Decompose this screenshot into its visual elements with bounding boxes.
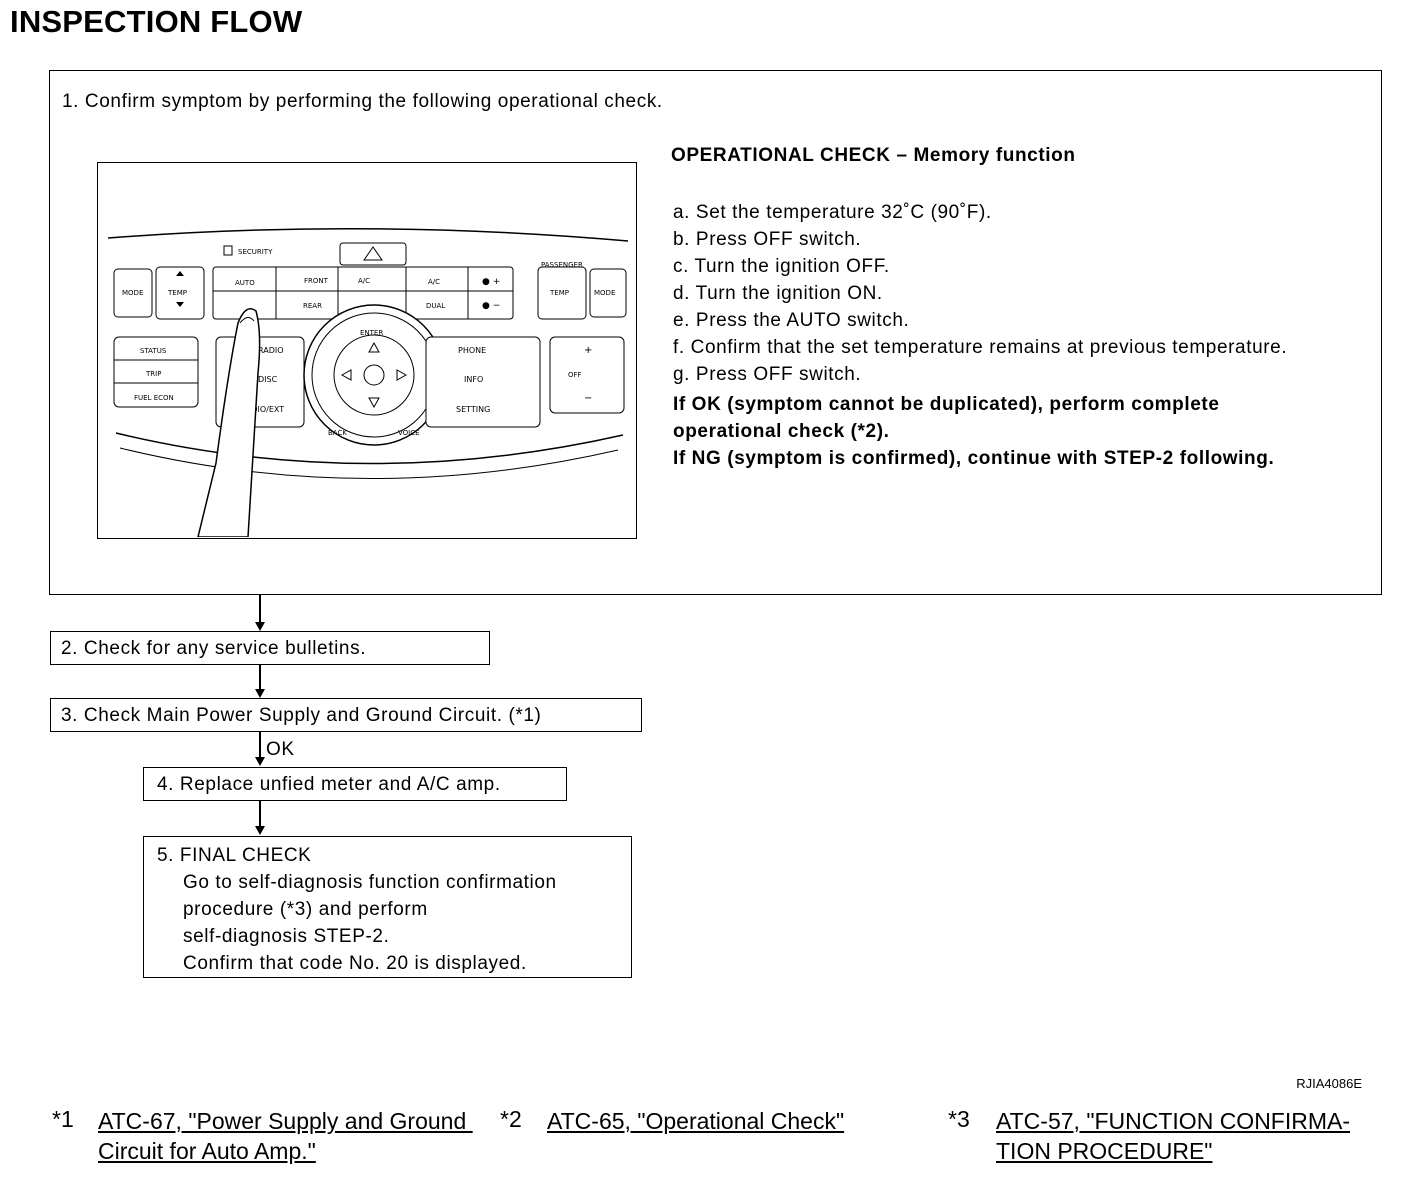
step2-text: 2. Check for any service bulletins. <box>61 638 367 659</box>
fuel-econ-button[interactable]: FUEL ECON <box>134 394 174 402</box>
driver-temp-rocker[interactable] <box>155 266 205 320</box>
footnote-3-link[interactable]: ATC-57, "FUNCTION CONFIRMA- TION PROCEDU… <box>996 1106 1350 1166</box>
step5-line2: procedure (*3) and perform <box>183 899 428 920</box>
trip-button[interactable]: TRIP <box>145 370 161 378</box>
driver-mode-button[interactable] <box>113 268 153 318</box>
step5-line1: Go to self-diagnosis function confirmati… <box>183 872 557 893</box>
svg-text:−: − <box>584 393 592 404</box>
operational-check-title: OPERATIONAL CHECK – Memory function <box>671 145 1076 166</box>
step4-box: 4. Replace unfied meter and A/C amp. <box>143 767 567 801</box>
hazard-button[interactable] <box>339 242 407 266</box>
step-f: f. Confirm that the set temperature rema… <box>673 337 1288 358</box>
page-title: INSPECTION FLOW <box>10 4 303 39</box>
footnote-3-mark: *3 <box>948 1106 970 1132</box>
step-g: g. Press OFF switch. <box>673 364 862 385</box>
step3-box: 3. Check Main Power Supply and Ground Ci… <box>50 698 642 732</box>
footnote-2-link[interactable]: ATC-65, "Operational Check" <box>547 1106 844 1136</box>
enter-button[interactable] <box>363 364 385 386</box>
passenger-mode-label: MODE <box>594 289 615 297</box>
driver-mode-label: MODE <box>122 289 143 297</box>
ac-button[interactable]: A/C <box>358 277 370 285</box>
disc-button[interactable]: DISC <box>258 375 278 384</box>
rear-defrost-button[interactable]: REAR <box>303 302 322 310</box>
connector-3-4 <box>259 732 261 758</box>
svg-text:● +: ● + <box>482 277 500 287</box>
step5-box: 5. FINAL CHECK Go to self-diagnosis func… <box>143 836 632 978</box>
ok-label: OK <box>266 739 295 760</box>
setting-button[interactable]: SETTING <box>456 405 490 414</box>
security-label: SECURITY <box>238 248 273 256</box>
footnote-3-line1[interactable]: ATC-57, "FUNCTION CONFIRMA- <box>996 1108 1351 1134</box>
connector-2-3 <box>259 665 261 690</box>
operational-check-steps: a. Set the temperature 32˚C (90˚F). b. P… <box>673 199 1287 388</box>
radio-button[interactable]: RADIO <box>258 346 284 355</box>
control-panel-figure: SECURITY PASSENGER MODE TEMP AUTO FRONT … <box>97 162 637 539</box>
footnote-2-mark: *2 <box>500 1106 522 1132</box>
enter-label: ENTER <box>360 329 383 337</box>
step3-text: 3. Check Main Power Supply and Ground Ci… <box>61 705 542 726</box>
passenger-temp-label: TEMP <box>549 289 569 297</box>
auto-button[interactable]: AUTO <box>235 279 255 287</box>
figure-code: RJIA4086E <box>1296 1076 1362 1091</box>
svg-text:● −: ● − <box>482 301 500 311</box>
step5-title: 5. FINAL CHECK <box>157 845 312 866</box>
voice-button[interactable]: VOICE <box>398 429 420 437</box>
footnote-1-mark: *1 <box>52 1106 74 1132</box>
phone-buttons <box>425 336 541 428</box>
footnote-1-line2[interactable]: Circuit for Auto Amp." <box>98 1138 316 1164</box>
audio-ext-button[interactable]: AUDIO/EXT <box>240 405 284 414</box>
ac-label: A/C <box>428 278 440 286</box>
operational-check-result: If OK (symptom cannot be duplicated), pe… <box>673 391 1274 472</box>
arrow-1-2 <box>255 622 265 631</box>
step2-box: 2. Check for any service bulletins. <box>50 631 490 665</box>
passenger-label: PASSENGER <box>541 261 583 269</box>
arrow-2-3 <box>255 689 265 698</box>
connector-4-5 <box>259 801 261 827</box>
step-b: b. Press OFF switch. <box>673 229 862 250</box>
info-button[interactable]: INFO <box>464 375 483 384</box>
footnote-1-line1[interactable]: ATC-67, "Power Supply and Ground <box>98 1108 473 1134</box>
footnote-3-line2[interactable]: TION PROCEDURE" <box>996 1138 1213 1164</box>
control-panel-drawing: SECURITY PASSENGER MODE TEMP AUTO FRONT … <box>107 227 629 537</box>
driver-temp-label: TEMP <box>167 289 187 297</box>
step-e: e. Press the AUTO switch. <box>673 310 910 331</box>
joystick-arrows-icon <box>340 341 408 409</box>
result-ok-line2: operational check (*2). <box>673 421 890 442</box>
hazard-icon <box>363 246 383 261</box>
fan-buttons <box>549 336 625 414</box>
finger-illustration <box>197 308 261 537</box>
result-ok-line1: If OK (symptom cannot be duplicated), pe… <box>673 394 1220 415</box>
svg-text:+: + <box>584 345 592 356</box>
step4-text: 4. Replace unfied meter and A/C amp. <box>157 774 501 795</box>
step5-line4: Confirm that code No. 20 is displayed. <box>183 953 527 974</box>
phone-button[interactable]: PHONE <box>458 346 486 355</box>
step-c: c. Turn the ignition OFF. <box>673 256 890 277</box>
off-button[interactable]: OFF <box>568 371 582 379</box>
result-ng-line: If NG (symptom is confirmed), continue w… <box>673 448 1275 469</box>
front-defrost-button[interactable]: FRONT <box>304 277 329 285</box>
status-button[interactable]: STATUS <box>140 347 167 355</box>
step-d: d. Turn the ignition ON. <box>673 283 883 304</box>
footnote-2-line1[interactable]: ATC-65, "Operational Check" <box>547 1108 845 1134</box>
arrow-4-5 <box>255 826 265 835</box>
info-buttons-left <box>113 336 199 408</box>
back-button[interactable]: BACK <box>328 429 347 437</box>
footnote-1-link[interactable]: ATC-67, "Power Supply and Ground Circuit… <box>98 1106 473 1166</box>
passenger-mode-button[interactable] <box>589 268 627 318</box>
step5-line3: self-diagnosis STEP-2. <box>183 926 390 947</box>
connector-1-2 <box>259 595 261 623</box>
arrow-3-4 <box>255 757 265 766</box>
step1-heading: 1. Confirm symptom by performing the fol… <box>62 91 663 112</box>
dual-button[interactable]: DUAL <box>426 302 445 310</box>
step-a: a. Set the temperature 32˚C (90˚F). <box>673 202 992 223</box>
passenger-temp-rocker[interactable] <box>537 266 587 320</box>
